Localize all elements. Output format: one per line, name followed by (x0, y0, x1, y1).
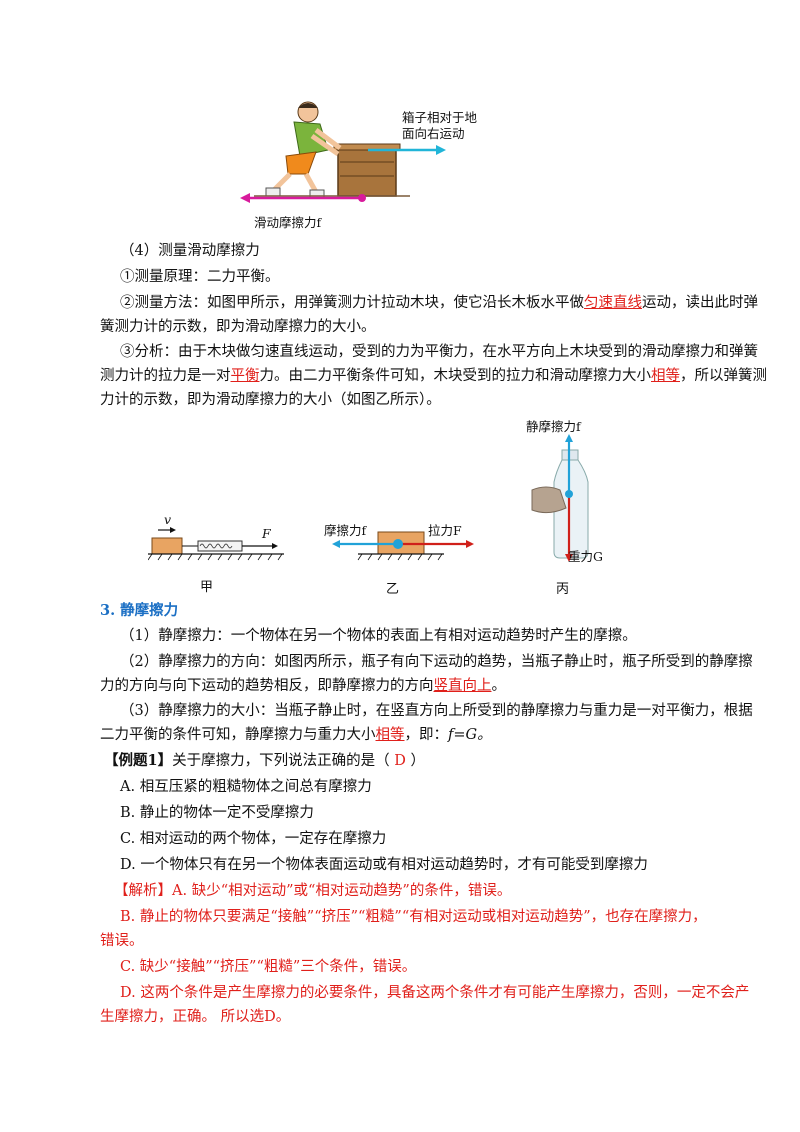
box-shape (337, 147, 397, 197)
label-motion-line2: 面向右运动 (402, 126, 465, 141)
option-b: B. 静止的物体一定不受摩擦力 (120, 805, 314, 821)
label-gravity: 重力G (568, 549, 603, 564)
analysis-d: D. 这两个条件是产生摩擦力的必要条件，具备这两个条件才有可能产生摩擦力，否则，… (120, 985, 750, 1001)
analysis-a: 【解析】A. 缺少“相对运动”或“相对运动趋势”的条件，错误。 (114, 883, 512, 899)
label-velocity: v (164, 512, 172, 527)
section3-p1: （1）静摩擦力：一个物体在另一个物体的表面上有相对运动趋势时产生的摩擦。 (120, 628, 637, 644)
section3-p3-cont: 二力平衡的条件可知，静摩擦力与重力大小相等，即：f=G。 (100, 727, 492, 743)
section4-analysis-end: 力计的示数，即为滑动摩擦力的大小（如图乙所示）。 (100, 392, 441, 408)
section3-heading: 3. 静摩擦力 (100, 602, 179, 619)
label-friction-yi: 摩擦力f (324, 523, 367, 538)
option-c: C. 相对运动的两个物体，一定存在摩擦力 (120, 831, 387, 847)
section4-heading: （4）测量滑动摩擦力 (120, 243, 260, 259)
section4-principle: ①测量原理：二力平衡。 (120, 269, 280, 285)
label-force-jia: F (262, 526, 271, 541)
caption-bing: 丙 (556, 582, 570, 597)
section3-p3: （3）静摩擦力的大小：当瓶子静止时，在竖直方向上所受到的静摩擦力与重力是一对平衡… (120, 703, 753, 719)
formula-f-g: f=G。 (448, 727, 492, 743)
label-pull-yi: 拉力F (428, 523, 462, 538)
blank-balance: 平衡 (230, 368, 260, 384)
analysis-c: C. 缺少“接触”“挤压”“粗糙”三个条件，错误。 (120, 959, 417, 975)
option-d: D. 一个物体只有在另一个物体表面运动或有相对运动趋势时，才有可能受到摩擦力 (120, 857, 648, 873)
label-motion-line1: 箱子相对于地 (402, 110, 478, 125)
blank-uniform-linear: 匀速直线 (584, 295, 642, 311)
section3-p2: （2）静摩擦力的方向：如图丙所示，瓶子有向下运动的趋势，当瓶子静止时，瓶子所受到… (120, 654, 753, 670)
section4-analysis-cont: 测力计的拉力是一对平衡力。由二力平衡条件可知，木块受到的拉力和滑动摩擦力大小相等… (100, 368, 767, 384)
analysis-b: B. 静止的物体只要满足“接触”“挤压”“粗糙”“有相对运动或相对运动趋势”，也… (120, 909, 707, 925)
figure-bing (531, 434, 589, 562)
figure-jia (148, 527, 284, 561)
section3-p2-cont: 力的方向与向下运动的趋势相反，即静摩擦力的方向竖直向上。 (100, 678, 506, 694)
hand-shape (531, 486, 567, 514)
boy-shirt (293, 121, 329, 157)
analysis-b-cont: 错误。 (100, 933, 144, 949)
caption-yi: 乙 (386, 582, 400, 597)
block-jia (151, 537, 183, 555)
label-sliding-friction: 滑动摩擦力f (254, 215, 322, 230)
label-static-friction: 静摩擦力f (526, 419, 581, 434)
analysis-tag: 【解析】 (114, 883, 172, 899)
section4-method: ②测量方法：如图甲所示，用弹簧测力计拉动木块，使它沿长木板水平做匀速直线运动，读… (120, 295, 758, 311)
example-answer: D (389, 753, 411, 769)
example-tag: 【例题1】 (104, 752, 173, 769)
example-question: 【例题1】关于摩擦力，下列说法正确的是（ D ） (104, 752, 425, 769)
bottle-shape (553, 459, 589, 559)
section4-method-cont: 簧测力计的示数，即为滑动摩擦力的大小。 (100, 319, 376, 335)
analysis-d-cont: 生摩擦力，正确。 所以选D。 (100, 1009, 291, 1025)
section4-analysis: ③分析：由于木块做匀速直线运动，受到的力为平衡力，在水平方向上木块受到的滑动摩擦… (120, 344, 758, 360)
blank-vertical-up: 竖直向上 (433, 678, 492, 694)
blank-equal-2: 相等 (375, 727, 405, 743)
boy-shorts (285, 151, 317, 175)
figure-yi (332, 531, 474, 561)
blank-equal: 相等 (651, 368, 680, 384)
option-a: A. 相互压紧的粗糙物体之间总有摩擦力 (120, 779, 372, 795)
caption-jia: 甲 (200, 580, 214, 595)
figure-push-box (240, 101, 446, 203)
label-motion: 箱子相对于地 面向右运动 (402, 110, 477, 142)
